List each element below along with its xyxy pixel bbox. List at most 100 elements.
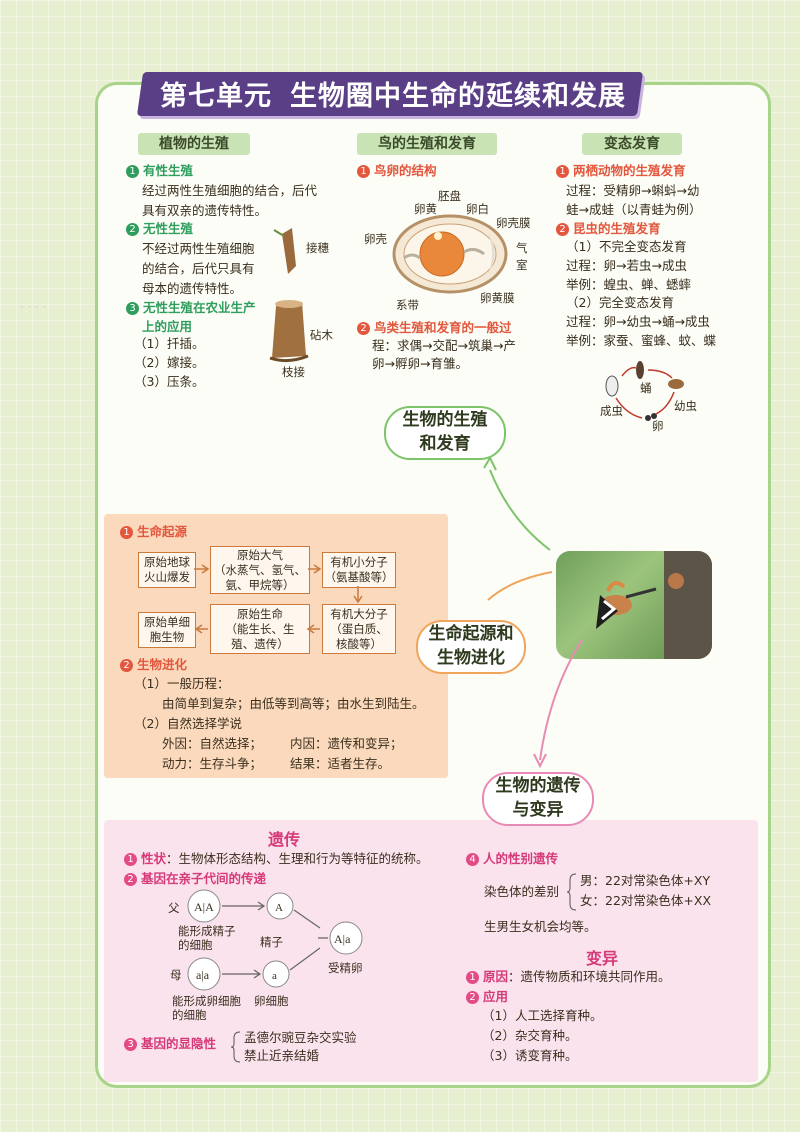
box-atmosphere: 原始大气（水蒸气、氢气、氨、甲烷等） (210, 546, 310, 594)
egg-label: 卵 (652, 419, 664, 433)
plant-text: 母本的遗传特性。 (142, 281, 243, 296)
brace-icon (566, 873, 577, 911)
female-chromosomes: 女：22对常染色体+XX (580, 893, 712, 908)
sperm-cell-label: 能形成精子的细胞 (178, 924, 236, 952)
dominance-text: 禁止近亲结婚 (244, 1048, 320, 1063)
evolution-text: （2）自然选择学说 (134, 716, 242, 731)
unit-title: 第七单元生物圈中生命的延续和发展 (160, 74, 626, 113)
ovum-label: 卵细胞 (254, 994, 289, 1008)
unit-subtitle: 生物圈中生命的延续和发展 (290, 81, 626, 112)
unit-number: 第七单元 (160, 81, 272, 112)
variation-heading: 变异 (586, 949, 619, 968)
chromosome-label: 染色体的差别 (484, 884, 560, 899)
pupa-label: 蛹 (640, 381, 652, 395)
variation-item: （2）杂交育种。 (482, 1028, 578, 1043)
plant-item: （3）压条。 (134, 374, 205, 389)
zygote-label: 受精卵 (328, 961, 363, 975)
evolution-text: 动力：生存斗争； (162, 756, 263, 771)
father-label: 父 (168, 901, 180, 915)
variation-item: （1）人工选择育种。 (482, 1008, 603, 1023)
box-primitive-life: 原始生命（能生长、生殖、遗传） (210, 604, 310, 654)
plant-text: 具有双亲的遗传特性。 (142, 203, 268, 218)
shell-label: 卵壳 (364, 232, 387, 246)
plant-text: 的结合，后代只具有 (142, 261, 255, 276)
meta-text: 举例：蝗虫、蝉、蟋蟀 (566, 277, 692, 292)
lifecycle-illustration (605, 361, 684, 421)
mother-label: 母 (170, 968, 182, 982)
box-small-molecules: 有机小分子（氨基酸等） (322, 552, 396, 588)
bird-heading: 鸟的生殖和发育 (357, 133, 497, 155)
scion-label: 接穗 (306, 241, 329, 255)
hoopoe-bird-icon (596, 551, 712, 659)
shell-membrane-label: 卵壳膜 (496, 216, 531, 230)
sperm-label: 精子 (260, 935, 283, 949)
cloud-origin: 生命起源和生物进化 (416, 620, 526, 674)
adult-label: 成虫 (600, 404, 623, 418)
meta-text: 过程：受精卵→蝌蚪→幼 (566, 183, 700, 198)
white-label: 卵白 (466, 202, 489, 216)
air-label: 室 (516, 258, 528, 272)
graft-label: 枝接 (282, 365, 305, 379)
cloud-genetics: 生物的遗传与变异 (482, 772, 594, 826)
bird-text: 程：求偶→交配→筑巢→产 (372, 338, 516, 353)
svg-text:A|A: A|A (194, 900, 214, 914)
svg-text:a: a (272, 970, 277, 982)
meta-text: 过程：卵→若虫→成虫 (566, 258, 687, 273)
larva-label: 幼虫 (674, 399, 697, 413)
air-label: 气 (516, 241, 528, 255)
stock-label: 砧木 (310, 328, 333, 342)
evolution-text: （1）一般历程： (134, 676, 230, 691)
evolution-text: 内因：遗传和变异； (290, 736, 403, 751)
svg-text:a|a: a|a (196, 968, 210, 982)
plant-text: 不经过两性生殖细胞 (142, 241, 255, 256)
evolution-text: 外因：自然选择； (162, 736, 263, 751)
meta-text: （2）完全变态发育 (566, 295, 674, 310)
meta-heading: 变态发育 (582, 133, 682, 155)
cloud-reproduction: 生物的生殖和发育 (384, 406, 506, 460)
meta-text: 蛙→成蛙（以青蛙为例） (566, 202, 702, 217)
gene-transfer-diagram: A|A A A|a a|a a (187, 889, 363, 991)
origin-flow-arrows (194, 564, 363, 634)
graft-illustration (269, 228, 309, 363)
bird-text: 卵→孵卵→育雏。 (372, 356, 468, 371)
ghost-text: · · · · (20, 300, 47, 314)
variation-item: （3）诱变育种。 (482, 1048, 578, 1063)
egg-cell-label: 能形成卵细胞的细胞 (172, 994, 241, 1022)
yolk-membrane-label: 卵黄膜 (480, 291, 515, 305)
svg-text:A|a: A|a (334, 932, 351, 946)
sex-ratio-text: 生男生女机会均等。 (484, 919, 597, 934)
plant-heading: 植物的生殖 (138, 133, 250, 155)
plant-text: 经过两性生殖细胞的结合，后代 (142, 183, 318, 198)
heredity-heading: 遗传 (268, 830, 301, 849)
evolution-text: 由简单到复杂；由低等到高等；由水生到陆生。 (162, 696, 425, 711)
plant-item: （1）扦插。 (134, 336, 205, 351)
dominance-text: 孟德尔豌豆杂交实验 (244, 1030, 357, 1045)
connector-arrows (483, 455, 583, 769)
box-early-earth: 原始地球火山爆发 (138, 552, 196, 588)
plant-item: （2）嫁接。 (134, 355, 205, 370)
plant-h3b: 上的应用 (142, 319, 193, 334)
brace-icon (230, 1031, 241, 1063)
chalaza-label: 系带 (396, 298, 419, 312)
genetics-panel (104, 820, 758, 1082)
evolution-text: 结果：适者生存。 (290, 756, 391, 771)
meta-text: 举例：家蚕、蜜蜂、蚊、蝶 (566, 333, 717, 348)
yolk-label: 卵黄 (414, 202, 437, 216)
meta-text: 过程：卵→幼虫→蛹→成虫 (566, 314, 710, 329)
svg-text:A: A (275, 902, 283, 914)
male-chromosomes: 男：22对常染色体+XY (580, 873, 711, 888)
meta-text: （1）不完全变态发育 (566, 239, 687, 254)
